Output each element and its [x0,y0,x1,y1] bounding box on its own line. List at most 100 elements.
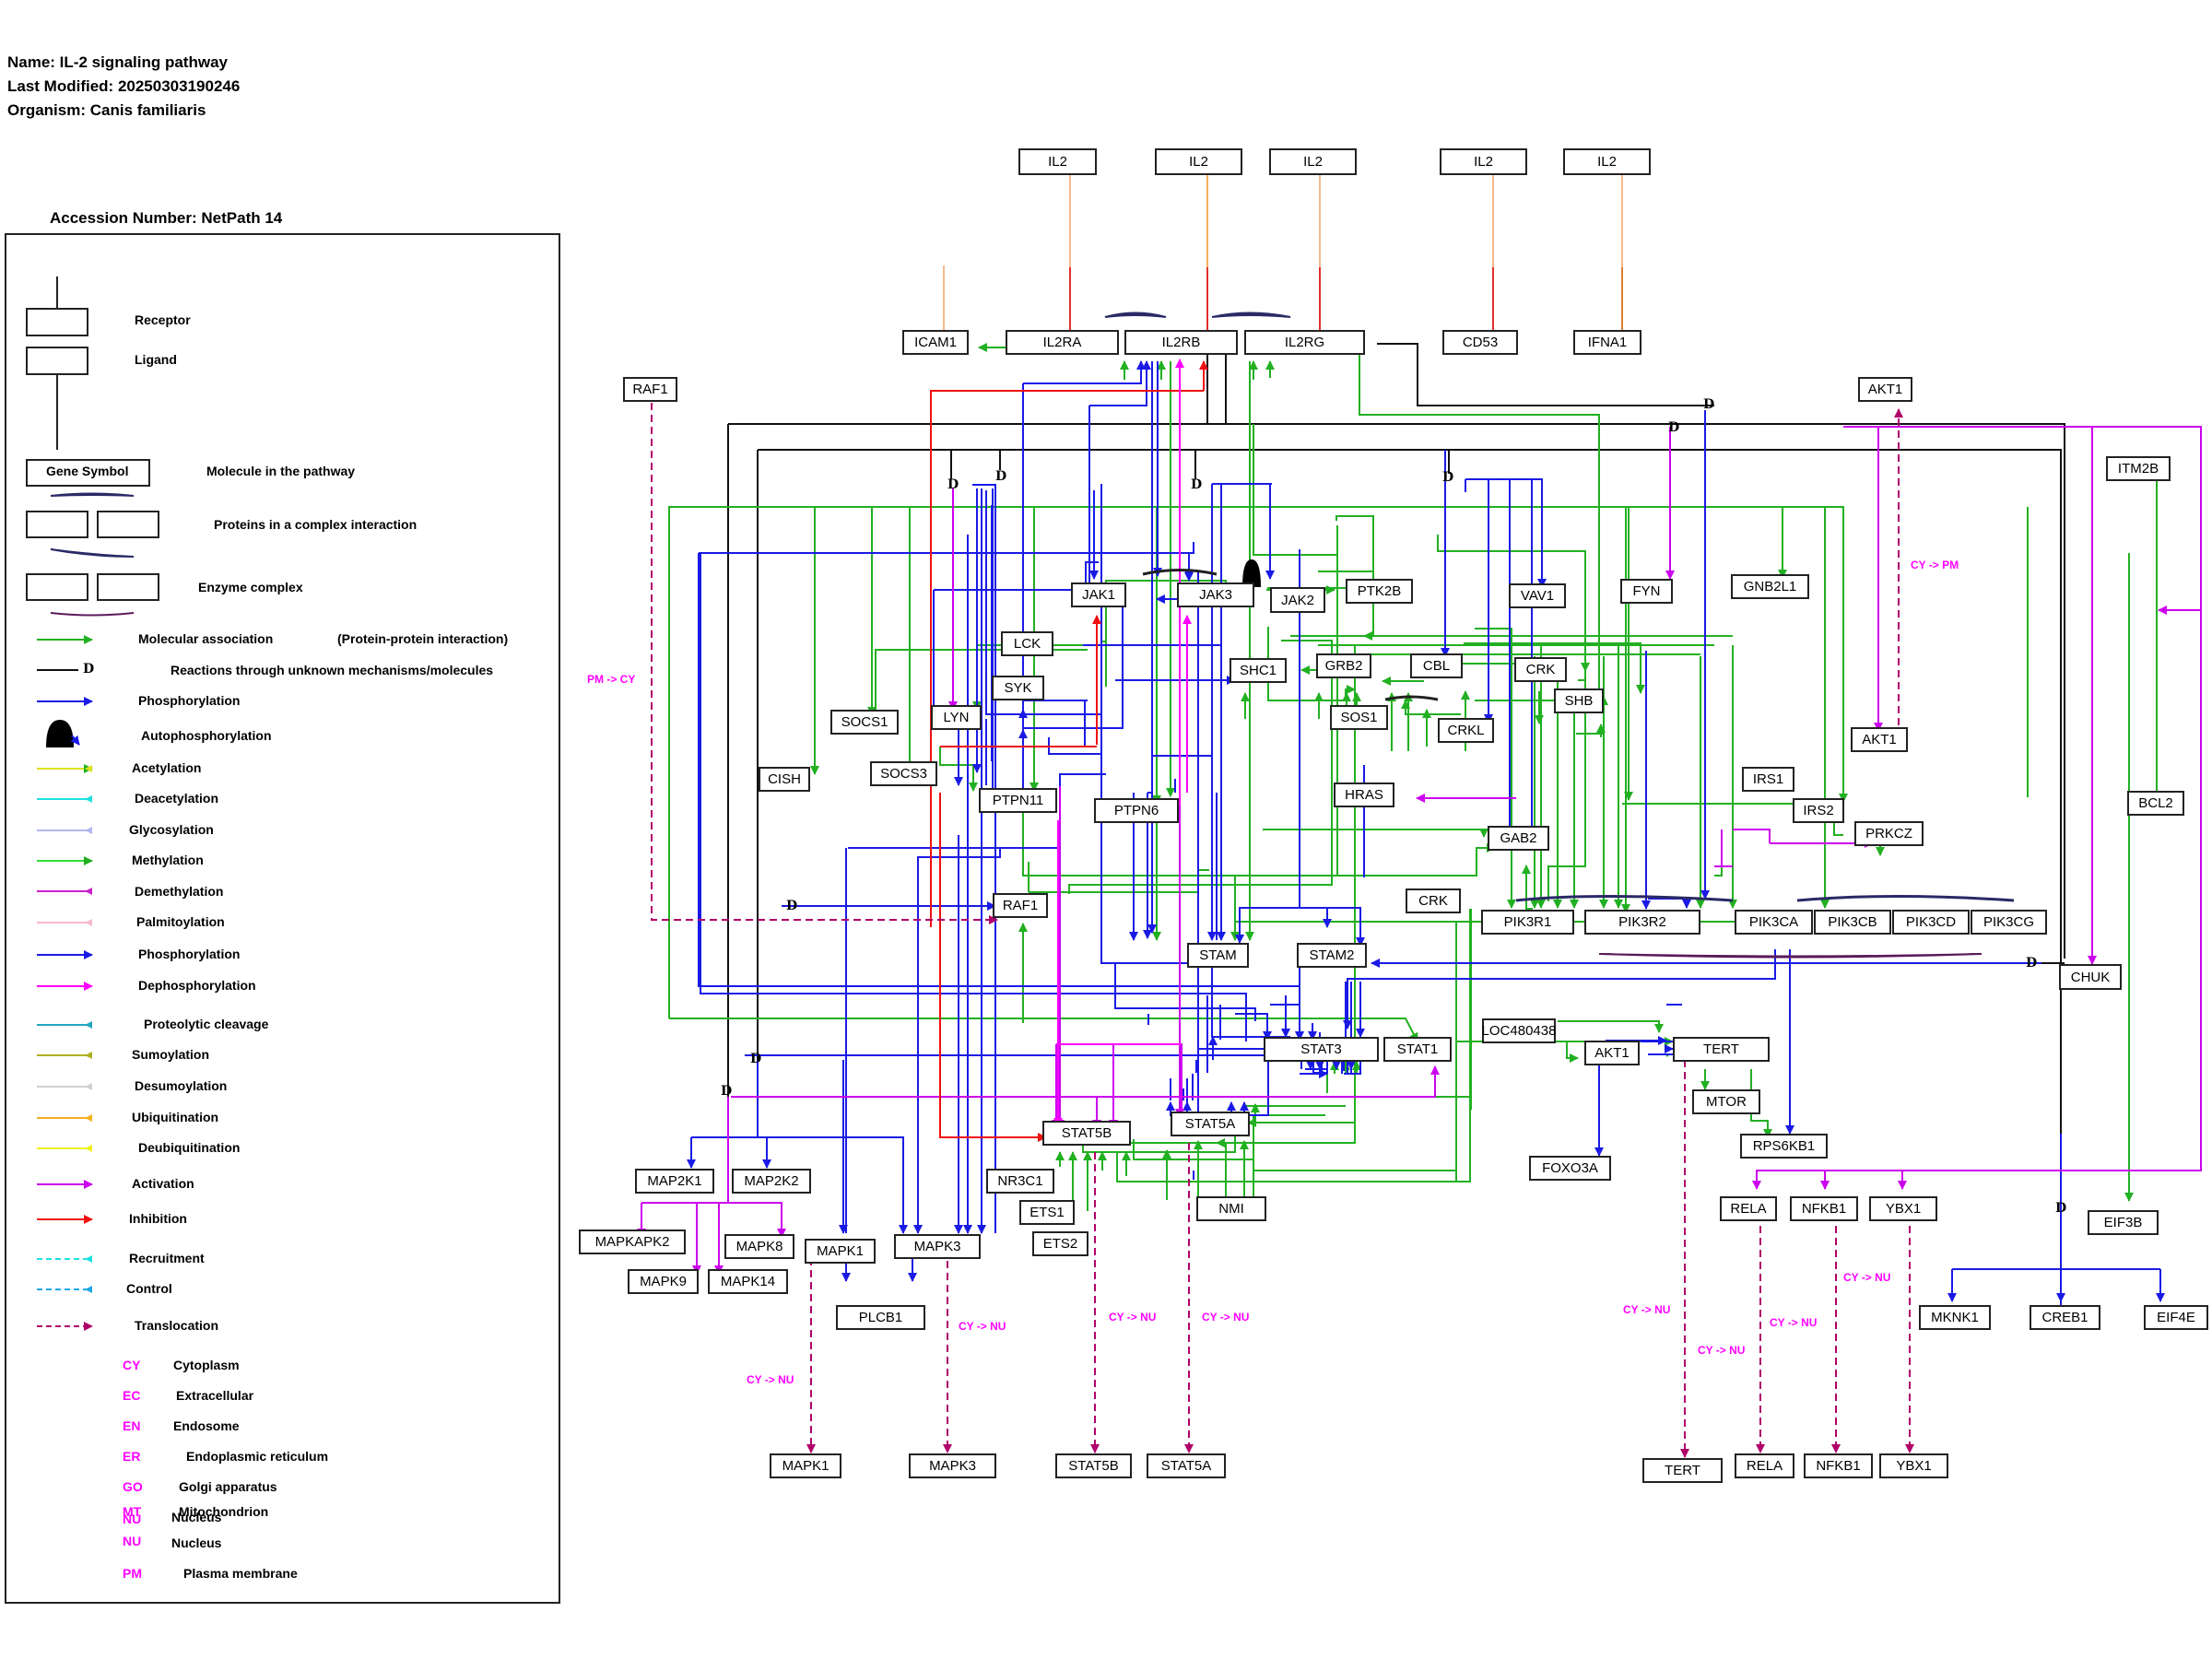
node-cish[interactable]: CISH [759,767,810,792]
node-ifna1[interactable]: IFNA1 [1573,330,1641,355]
node-sos1[interactable]: SOS1 [1330,705,1388,730]
node-il2[interactable]: IL2 [1155,148,1242,175]
node-tert[interactable]: TERT [1673,1037,1770,1062]
node-plcb1[interactable]: PLCB1 [836,1305,925,1330]
node-stat1[interactable]: STAT1 [1383,1037,1452,1062]
node-loc480438[interactable]: LOC480438 [1482,1018,1556,1043]
node-ybx1[interactable]: YBX1 [1879,1453,1948,1478]
node-pik3cb[interactable]: PIK3CB [1814,910,1891,935]
node-crk[interactable]: CRK [1406,888,1461,913]
node-stam2[interactable]: STAM2 [1297,943,1367,968]
node-jak2[interactable]: JAK2 [1270,587,1325,613]
node-ptpn6[interactable]: PTPN6 [1094,798,1179,823]
node-akt1[interactable]: AKT1 [1851,727,1908,752]
node-akt1[interactable]: AKT1 [1858,377,1912,402]
node-bcl2[interactable]: BCL2 [2127,791,2184,816]
node-grb2[interactable]: GRB2 [1316,653,1371,678]
node-stat5b[interactable]: STAT5B [1055,1453,1132,1478]
node-ybx1[interactable]: YBX1 [1869,1196,1937,1221]
node-il2ra[interactable]: IL2RA [1006,330,1119,355]
node-eif3b[interactable]: EIF3B [2088,1210,2159,1235]
node-rps6kb1[interactable]: RPS6KB1 [1740,1134,1828,1159]
node-ptk2b[interactable]: PTK2B [1346,579,1413,604]
node-syk[interactable]: SYK [992,676,1044,700]
node-raf1[interactable]: RAF1 [623,377,677,402]
node-pik3r2[interactable]: PIK3R2 [1584,910,1700,935]
node-mknk1[interactable]: MKNK1 [1919,1305,1991,1330]
node-cd53[interactable]: CD53 [1442,330,1518,355]
node-icam1[interactable]: ICAM1 [902,330,969,355]
node-lck[interactable]: LCK [1001,631,1053,656]
legend-demethylation: Demethylation [135,884,224,899]
node-shb[interactable]: SHB [1554,688,1604,713]
node-jak1[interactable]: JAK1 [1071,582,1126,607]
node-akt1[interactable]: AKT1 [1584,1041,1640,1065]
node-nfkb1[interactable]: NFKB1 [1790,1196,1858,1221]
node-cbl[interactable]: CBL [1410,653,1463,678]
node-nr3c1[interactable]: NR3C1 [986,1169,1054,1194]
node-pik3cg[interactable]: PIK3CG [1971,910,2047,935]
node-mtor[interactable]: MTOR [1692,1089,1760,1114]
node-stat3[interactable]: STAT3 [1264,1037,1379,1062]
abbr-code: EC [123,1388,141,1403]
inhibition-arrows [930,360,1208,1142]
node-crkl[interactable]: CRKL [1438,718,1494,743]
node-lyn[interactable]: LYN [931,705,982,730]
node-mapkapk2[interactable]: MAPKAPK2 [579,1230,686,1254]
node-mapk1[interactable]: MAPK1 [805,1239,876,1264]
node-mapk1[interactable]: MAPK1 [770,1453,841,1478]
node-pik3r1[interactable]: PIK3R1 [1481,910,1574,935]
node-il2[interactable]: IL2 [1440,148,1527,175]
node-shc1[interactable]: SHC1 [1230,658,1287,683]
node-socs1[interactable]: SOCS1 [830,710,899,735]
node-chuk[interactable]: CHUK [2059,964,2122,990]
node-nfkb1[interactable]: NFKB1 [1804,1453,1873,1478]
node-stam[interactable]: STAM [1187,943,1249,968]
node-mapk3[interactable]: MAPK3 [894,1234,981,1259]
node-prkcz[interactable]: PRKCZ [1854,821,1924,846]
node-irs1[interactable]: IRS1 [1742,767,1794,792]
node-map2k2[interactable]: MAP2K2 [732,1169,811,1194]
node-creb1[interactable]: CREB1 [2030,1305,2100,1330]
node-il2[interactable]: IL2 [1563,148,1651,175]
node-rela[interactable]: RELA [1720,1196,1777,1221]
node-il2[interactable]: IL2 [1018,148,1097,175]
node-mapk3[interactable]: MAPK3 [909,1453,996,1478]
node-rela[interactable]: RELA [1735,1453,1794,1478]
node-stat5b[interactable]: STAT5B [1042,1121,1131,1146]
node-pik3ca[interactable]: PIK3CA [1735,910,1813,935]
node-mapk14[interactable]: MAPK14 [708,1269,788,1294]
node-stat5a[interactable]: STAT5A [1147,1453,1226,1478]
node-itm2b[interactable]: ITM2B [2106,456,2171,481]
d-label: D [721,1084,733,1099]
node-jak3[interactable]: JAK3 [1177,582,1254,607]
node-ets2[interactable]: ETS2 [1032,1231,1088,1256]
node-gab2[interactable]: GAB2 [1488,826,1549,851]
node-eif4e[interactable]: EIF4E [2144,1305,2208,1330]
node-stat5a[interactable]: STAT5A [1171,1112,1250,1136]
node-mapk9[interactable]: MAPK9 [628,1269,699,1294]
node-nmi[interactable]: NMI [1196,1196,1266,1221]
legend-complex: Proteins in a complex interaction [214,517,418,532]
node-irs2[interactable]: IRS2 [1793,798,1844,823]
node-socs3[interactable]: SOCS3 [870,761,937,786]
node-hras[interactable]: HRAS [1334,782,1394,807]
node-tert[interactable]: TERT [1642,1458,1723,1483]
node-il2rg[interactable]: IL2RG [1244,330,1365,355]
node-il2rb[interactable]: IL2RB [1124,330,1238,355]
legend-ppi: (Protein-protein interaction) [337,631,509,646]
node-map2k1[interactable]: MAP2K1 [635,1169,714,1194]
node-ptpn11[interactable]: PTPN11 [979,788,1057,813]
abbr-name: Plasma membrane [183,1566,298,1581]
node-ets1[interactable]: ETS1 [1019,1200,1075,1225]
node-raf1[interactable]: RAF1 [993,893,1048,918]
node-mapk8[interactable]: MAPK8 [724,1234,794,1259]
node-fyn[interactable]: FYN [1620,579,1673,604]
node-pik3cd[interactable]: PIK3CD [1892,910,1970,935]
node-il2[interactable]: IL2 [1269,148,1357,175]
node-gnb2l1[interactable]: GNB2L1 [1731,574,1809,599]
node-vav1[interactable]: VAV1 [1509,583,1566,608]
node-crk[interactable]: CRK [1514,657,1567,682]
node-foxo3a[interactable]: FOXO3A [1529,1156,1611,1181]
legend-recruitment: Recruitment [129,1251,205,1265]
